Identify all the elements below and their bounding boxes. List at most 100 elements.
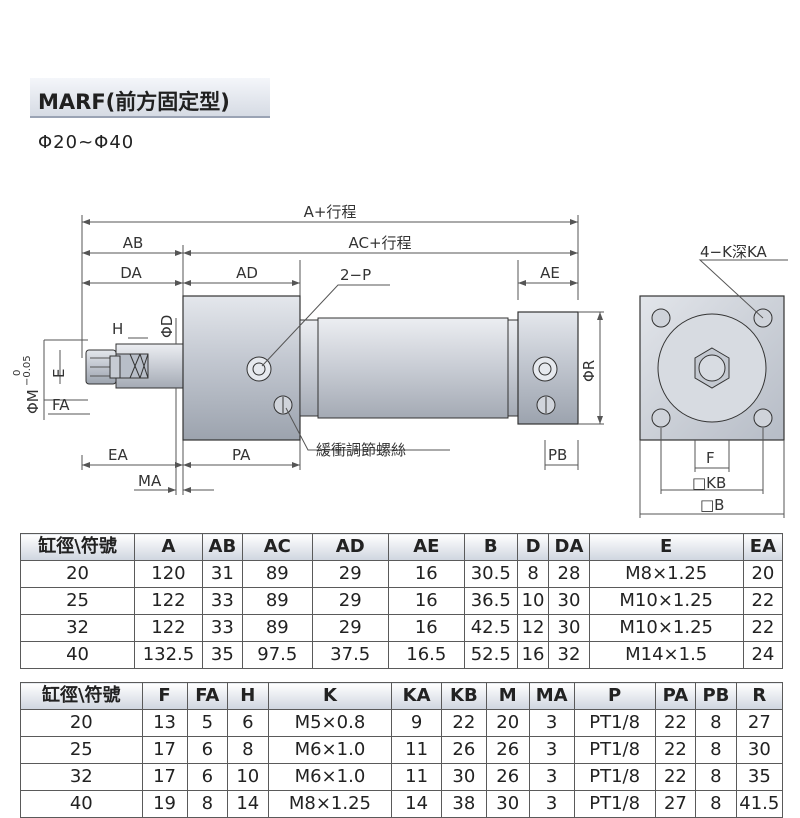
table-cell: 8 bbox=[695, 736, 737, 764]
table-cell: 37.5 bbox=[311, 641, 389, 669]
table-header-cell: B bbox=[463, 533, 518, 561]
dim-a-stroke: A+行程 bbox=[82, 203, 578, 225]
table-cell: 35 bbox=[201, 641, 243, 669]
table-header-cell: P bbox=[573, 682, 656, 710]
table-header-cell: KA bbox=[391, 682, 442, 710]
table-cell: M6×1.0 bbox=[267, 763, 393, 791]
table-cell: 22 bbox=[440, 709, 487, 737]
table-header-cell: FA bbox=[186, 682, 229, 710]
table-header-cell: PA bbox=[654, 682, 697, 710]
table-cell: 132.5 bbox=[134, 641, 203, 669]
table-cell: 8 bbox=[695, 763, 737, 791]
table-cell: 26 bbox=[485, 763, 530, 791]
table-header-cell: A bbox=[134, 533, 203, 561]
table-cell: 9 bbox=[391, 709, 442, 737]
label-e: E bbox=[50, 369, 68, 378]
title-bar bbox=[30, 78, 270, 118]
table-cell: 22 bbox=[654, 709, 697, 737]
table-header-cell: KB bbox=[440, 682, 487, 710]
label-cushion-screw: 緩衝調節螺絲 bbox=[316, 441, 406, 459]
table-cell: M10×1.25 bbox=[588, 587, 744, 615]
table-cell: 122 bbox=[134, 614, 203, 642]
table-cell: PT1/8 bbox=[573, 709, 656, 737]
leader-cushion: 緩衝調節螺絲 bbox=[285, 407, 450, 459]
leader-2p: 2−P bbox=[261, 266, 390, 367]
table-cell: 41.5 bbox=[735, 790, 784, 818]
table-cell: 8 bbox=[695, 790, 737, 818]
table-header-cell: D bbox=[516, 533, 550, 561]
table-cell: 120 bbox=[134, 560, 203, 588]
table-cell: M8×1.25 bbox=[588, 560, 744, 588]
table-cell: 30 bbox=[548, 614, 590, 642]
label-ae: AE bbox=[540, 264, 560, 282]
table-cell: 17 bbox=[141, 736, 188, 764]
table-cell: 30.5 bbox=[463, 560, 518, 588]
table-cell: 33 bbox=[201, 614, 243, 642]
table-cell: 8 bbox=[516, 560, 550, 588]
table-header-cell: AE bbox=[387, 533, 465, 561]
table-cell: 16 bbox=[516, 641, 550, 669]
table-cell: M5×0.8 bbox=[267, 709, 393, 737]
table-cell: 29 bbox=[311, 587, 389, 615]
label-pa: PA bbox=[232, 446, 251, 464]
label-m-tol-upper: 0 bbox=[12, 370, 23, 376]
table-cell: 5 bbox=[186, 709, 229, 737]
dim-r: ΦR bbox=[578, 311, 604, 425]
table-cell: 3 bbox=[528, 709, 575, 737]
label-ad: AD bbox=[236, 264, 258, 282]
table-cell: 10 bbox=[516, 587, 550, 615]
label-kb: □KB bbox=[692, 474, 726, 492]
table-cell: 29 bbox=[311, 560, 389, 588]
mount-hole-br bbox=[753, 408, 773, 428]
table-cell: M10×1.25 bbox=[588, 614, 744, 642]
table-cell: 20 bbox=[19, 560, 136, 588]
bore-range-subtitle: Φ20~Φ40 bbox=[38, 132, 135, 153]
table-cell: 27 bbox=[735, 709, 784, 737]
dim-ab-ac: AB AC+行程 bbox=[82, 234, 578, 300]
table-cell: 11 bbox=[391, 763, 442, 791]
table-cell: 122 bbox=[134, 587, 203, 615]
table-header-cell: PB bbox=[695, 682, 737, 710]
table-cell: 89 bbox=[241, 560, 313, 588]
dim-da-ad-ae: DA AD AE bbox=[82, 264, 578, 286]
table-cell: 6 bbox=[227, 709, 269, 737]
table-cell: 6 bbox=[186, 763, 229, 791]
table-cell: 16 bbox=[387, 587, 465, 615]
mount-hole-tl bbox=[651, 308, 671, 328]
table-cell: 97.5 bbox=[241, 641, 313, 669]
table-cell: 8 bbox=[695, 709, 737, 737]
front-head bbox=[182, 295, 301, 441]
table-cell: 42.5 bbox=[463, 614, 518, 642]
table-cell: 27 bbox=[654, 790, 697, 818]
table-cell: 30 bbox=[548, 587, 590, 615]
table-cell: 19 bbox=[141, 790, 188, 818]
table-cell: 12 bbox=[516, 614, 550, 642]
rear-port bbox=[532, 356, 558, 382]
table-header-cell: R bbox=[735, 682, 784, 710]
table-header-cell: AD bbox=[311, 533, 389, 561]
table-cell: 25 bbox=[20, 736, 143, 764]
table-header-cell: K bbox=[267, 682, 393, 710]
table-cell: 35 bbox=[735, 763, 784, 791]
table-cell: 8 bbox=[227, 736, 269, 764]
table-cell: PT1/8 bbox=[573, 763, 656, 791]
table-cell: 22 bbox=[654, 763, 697, 791]
table-cell: 26 bbox=[485, 736, 530, 764]
table-cell: 26 bbox=[440, 736, 487, 764]
table-cell: 20 bbox=[485, 709, 530, 737]
table-cell: 20 bbox=[20, 709, 143, 737]
table-header-cell: DA bbox=[548, 533, 590, 561]
label-ea: EA bbox=[108, 446, 128, 464]
cylinder-drawing: A+行程 AB AC+行程 DA AD AE bbox=[12, 203, 788, 518]
table-cell: 28 bbox=[548, 560, 590, 588]
table-cell: 10 bbox=[227, 763, 269, 791]
